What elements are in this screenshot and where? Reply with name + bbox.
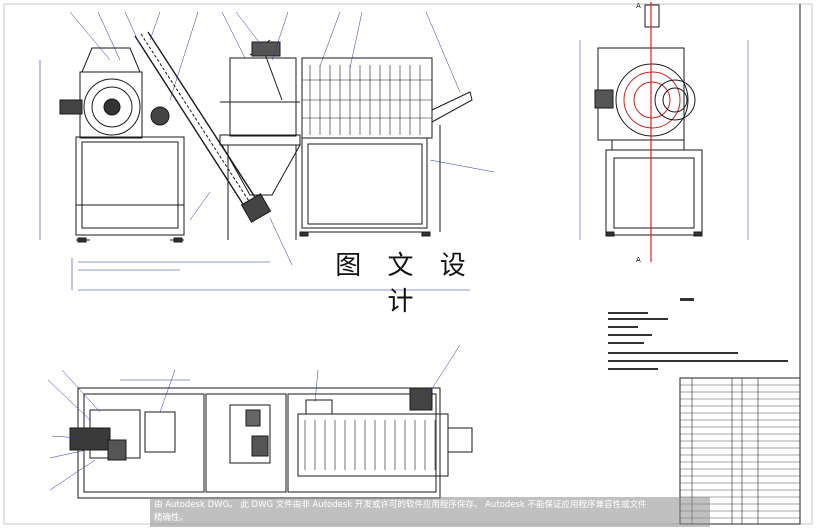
side-view	[579, 4, 749, 240]
technical-notes	[608, 298, 788, 370]
parts-list-table	[679, 377, 801, 525]
front-view-leaders	[69, 11, 495, 266]
watermark-text: 图 文 设 计	[330, 248, 480, 317]
section-marker-top: A	[636, 2, 641, 10]
plan-view-leaders	[47, 344, 461, 491]
section-marker-bottom: A	[636, 256, 641, 264]
plan-view	[69, 379, 473, 499]
autocad-notice: 由 Autodesk DWG。 此 DWG 文件由非 Autodesk 开发或许…	[150, 497, 710, 527]
autocad-notice-line1: 由 Autodesk DWG。 此 DWG 文件由非 Autodesk 开发或许…	[154, 500, 647, 510]
autocad-notice-line2: 精确性。	[154, 513, 189, 523]
front-view	[39, 31, 473, 291]
